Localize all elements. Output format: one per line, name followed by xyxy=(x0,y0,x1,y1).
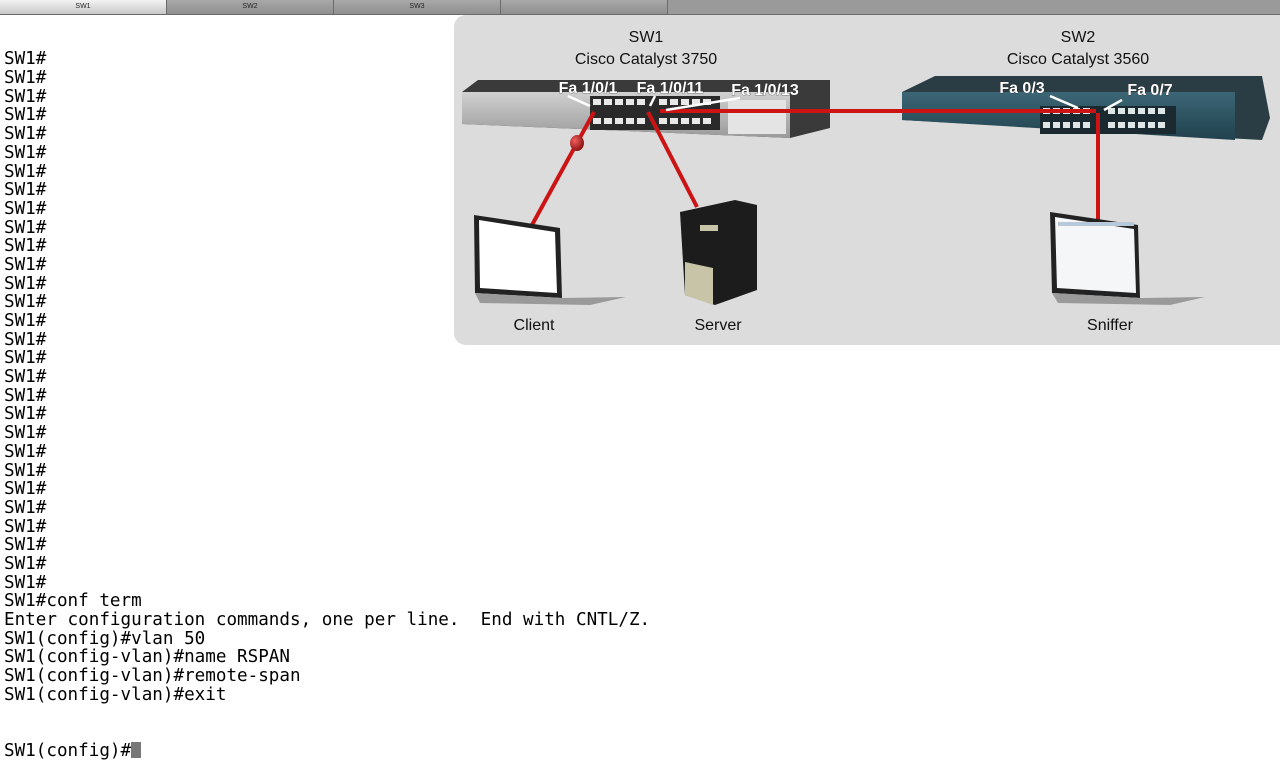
terminal-line: SW1# xyxy=(4,348,47,369)
tab-empty xyxy=(501,0,668,14)
terminal-line: SW1(config)#vlan 50 xyxy=(4,628,206,649)
terminal-line: SW1# xyxy=(4,68,47,89)
terminal-line: Enter configuration commands, one per li… xyxy=(4,610,651,630)
capture-point-icon xyxy=(570,135,584,151)
terminal-line: SW1# xyxy=(4,142,47,163)
sw2-model: Cisco Catalyst 3560 xyxy=(1007,51,1149,68)
sw1-name: SW1 xyxy=(629,29,664,46)
terminal-line: SW1# xyxy=(4,161,47,182)
terminal-line: SW1# xyxy=(4,254,47,275)
terminal-prompt-line[interactable]: SW1(config)# xyxy=(4,740,650,761)
terminal-line: SW1# xyxy=(4,535,47,556)
port-label-fa1-0-1: Fa 1/0/1 xyxy=(559,80,618,97)
sw1-model: Cisco Catalyst 3750 xyxy=(575,51,717,68)
topology-diagram: SW1 Cisco Catalyst 3750 SW2 Cisco Cataly… xyxy=(454,15,1280,345)
port-label-fa1-0-13: Fa 1/0/13 xyxy=(731,82,799,99)
terminal-line: SW1#conf term xyxy=(4,591,142,612)
terminal-line: SW1# xyxy=(4,105,47,126)
tab-sw3[interactable]: SW3 xyxy=(334,0,501,14)
sw1-switch xyxy=(462,80,830,138)
terminal-line: SW1(config-vlan)#exit xyxy=(4,684,227,705)
terminal-line: SW1# xyxy=(4,311,47,331)
terminal-prompt: SW1(config)# xyxy=(4,740,132,761)
terminal-cursor xyxy=(131,741,142,758)
terminal-line: SW1# xyxy=(4,385,47,406)
session-tab-bar: SW1 SW2 SW3 xyxy=(0,0,1280,15)
port-label-fa1-0-11: Fa 1/0/11 xyxy=(637,80,704,97)
terminal-line: SW1# xyxy=(4,86,47,107)
tab-sw2[interactable]: SW2 xyxy=(167,0,334,14)
port-label-fa0-7: Fa 0/7 xyxy=(1127,82,1172,99)
terminal-line: SW1# xyxy=(4,292,47,313)
client-label: Client xyxy=(514,317,555,334)
terminal-line: SW1# xyxy=(4,329,47,350)
terminal-line: SW1# xyxy=(4,198,47,219)
terminal-line: SW1# xyxy=(4,460,47,481)
terminal-line: SW1# xyxy=(4,423,47,444)
terminal-line: SW1# xyxy=(4,367,47,388)
terminal-lines: SW1#SW1#SW1#SW1#SW1#SW1#SW1#SW1#SW1#SW1#… xyxy=(4,50,650,704)
sw2-switch xyxy=(902,76,1270,140)
terminal-line: SW1# xyxy=(4,49,47,70)
terminal-line: SW1# xyxy=(4,479,47,500)
terminal-line: SW1# xyxy=(4,180,47,201)
sniffer-label: Sniffer xyxy=(1087,317,1134,334)
terminal-output[interactable]: SW1#SW1#SW1#SW1#SW1#SW1#SW1#SW1#SW1#SW1#… xyxy=(4,13,650,779)
server-icon xyxy=(680,200,757,305)
terminal-line: SW1# xyxy=(4,553,47,574)
client-laptop-icon xyxy=(474,215,626,305)
terminal-line: SW1# xyxy=(4,124,47,145)
terminal-line: SW1# xyxy=(4,572,47,593)
terminal-line: SW1# xyxy=(4,236,47,257)
terminal-line: SW1# xyxy=(4,404,47,425)
client-link xyxy=(530,111,596,226)
terminal-line: SW1# xyxy=(4,516,47,537)
terminal-line: SW1# xyxy=(4,217,47,238)
terminal-line: SW1(config-vlan)#remote-span xyxy=(4,666,301,687)
sw2-name: SW2 xyxy=(1061,29,1096,46)
server-link xyxy=(646,111,699,208)
sniffer-laptop-icon xyxy=(1050,212,1205,305)
tab-sw1[interactable]: SW1 xyxy=(0,0,167,14)
terminal-line: SW1# xyxy=(4,441,47,462)
port-label-fa0-3: Fa 0/3 xyxy=(999,80,1044,97)
server-label: Server xyxy=(694,317,742,334)
terminal-line: SW1# xyxy=(4,273,47,294)
terminal-line: SW1# xyxy=(4,497,47,518)
terminal-line: SW1(config-vlan)#name RSPAN xyxy=(4,647,290,668)
